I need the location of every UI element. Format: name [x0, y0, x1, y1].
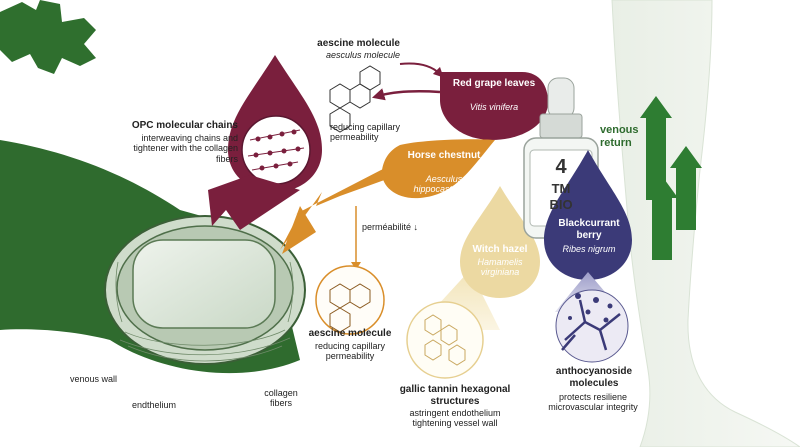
horse-chestnut-latin: Aesculus hippocastanum — [413, 174, 475, 195]
witch-hazel-name: Witch hazel — [472, 244, 528, 255]
witch-hazel-drop — [460, 186, 540, 298]
blackcurrant-latin: Ribes nigrum — [562, 244, 616, 254]
vein-lumen — [132, 239, 276, 329]
gallic-tannin-title: gallic tannin hexagonal structures — [399, 384, 511, 407]
grape-leaves-drop — [440, 72, 548, 140]
gallic-tannin-structure — [424, 314, 466, 366]
witch-hazel-latin: Hamamelis virginiana — [477, 257, 523, 278]
venous-return-label: venous return — [600, 124, 639, 149]
grape-arrow — [208, 175, 300, 230]
collagen-fibers — [115, 261, 294, 362]
red-grape-name: Red grape leaves — [452, 78, 536, 89]
endothelium-label: endthelium — [132, 400, 177, 410]
leg-silhouette — [611, 0, 800, 447]
horse-chestnut-arrow — [280, 168, 390, 250]
gallic-tannin-desc: astringent endothelium tightening vessel… — [409, 408, 501, 429]
bottle-tm: TM — [551, 181, 571, 196]
gallic-tannin-circle — [406, 301, 484, 379]
arrow-aescine-to-grape — [399, 62, 444, 78]
blackcurrant-drop — [544, 150, 632, 280]
aescine-top-sub: aesculus molecule — [325, 50, 400, 60]
venous-wall-label: venous wall — [70, 374, 118, 384]
blackcurrant-name: Blackcurrant berry — [558, 218, 620, 241]
aescine-top-title: aescine molecule — [317, 38, 400, 49]
opc-chains — [247, 129, 305, 171]
grape-leaf-icon — [0, 0, 96, 74]
anthocyanoside-title: anthocyanoside molecules — [555, 366, 633, 389]
red-grape-latin: Vitis vinifera — [469, 102, 519, 112]
aescine-bottom-desc: reducing capillary permeability — [314, 341, 386, 362]
collagen-label: collagen fibers — [264, 388, 298, 409]
opc-desc: interweaving chains and tightener with t… — [133, 133, 238, 164]
bottle-number: 4 — [555, 156, 567, 178]
anthocyanoside-desc: protects resiliene microvascular integri… — [548, 392, 638, 413]
venous-return-arrows — [640, 96, 702, 260]
horse-chestnut-drop — [381, 139, 495, 199]
horse-arrow-head — [282, 206, 316, 254]
bottle-bio: BIO — [549, 197, 573, 212]
aescine-bottom-title: aescine molecule — [308, 328, 392, 339]
horse-chestnut-name: Horse chestnut — [407, 150, 481, 161]
permeabilite-label: perméabilité ↓ — [362, 222, 419, 232]
arrow-grape-to-molecule — [371, 88, 441, 101]
anthocyanoside-network — [561, 299, 621, 351]
aescine-molecule-top — [329, 65, 381, 133]
opc-title: OPC molecular chains — [131, 120, 238, 131]
aescine-molecule-bottom — [329, 283, 371, 333]
reducing-top: reducing capillary permeability — [330, 122, 401, 143]
anthocyanoside-dots — [568, 293, 613, 323]
